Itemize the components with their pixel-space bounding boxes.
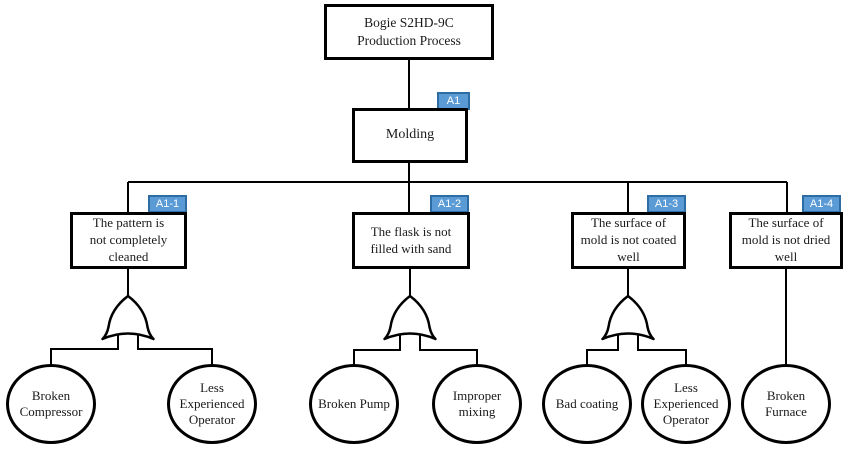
- or-gate-2: [383, 294, 437, 341]
- gate1-left-leg: [50, 332, 119, 366]
- basic-event-circle-3: Broken Pump: [309, 364, 399, 444]
- branch-box-4: The surface of mold is not dried well: [729, 212, 843, 269]
- tag-a1-1: A1-1: [148, 195, 187, 213]
- tag-a1-2: A1-2: [430, 195, 469, 213]
- gate2-left-leg: [353, 333, 401, 366]
- branch-box-2: The flask is not filled with sand: [352, 212, 470, 269]
- gate1-right-leg: [137, 332, 213, 366]
- basic-event-circle-6: Less Experienced Operator: [641, 364, 731, 444]
- basic-event-circle-2: Less Experienced Operator: [167, 364, 257, 444]
- basic-event-circle-7: Broken Furnace: [741, 364, 831, 444]
- branch-box-1: The pattern is not completely cleaned: [70, 212, 187, 269]
- basic-event-circle-5: Bad coating: [542, 364, 632, 444]
- basic-event-circle-1: Broken Compressor: [6, 364, 96, 444]
- tag-a1-4: A1-4: [802, 195, 841, 213]
- gate3-left-leg: [586, 333, 619, 366]
- tag-a1-3: A1-3: [647, 195, 686, 213]
- top-event-box: Bogie S2HD-9C Production Process: [324, 4, 494, 60]
- branch-box-3: The surface of mold is not coated well: [571, 212, 686, 269]
- intermediate-event-box: Molding: [352, 108, 468, 163]
- basic-event-circle-4: Improper mixing: [432, 364, 522, 444]
- gate2-right-leg: [419, 333, 478, 366]
- or-gate-3: [601, 294, 655, 341]
- or-gate-1: [101, 294, 155, 341]
- gate3-right-leg: [637, 333, 687, 366]
- connector-lines: [50, 60, 788, 366]
